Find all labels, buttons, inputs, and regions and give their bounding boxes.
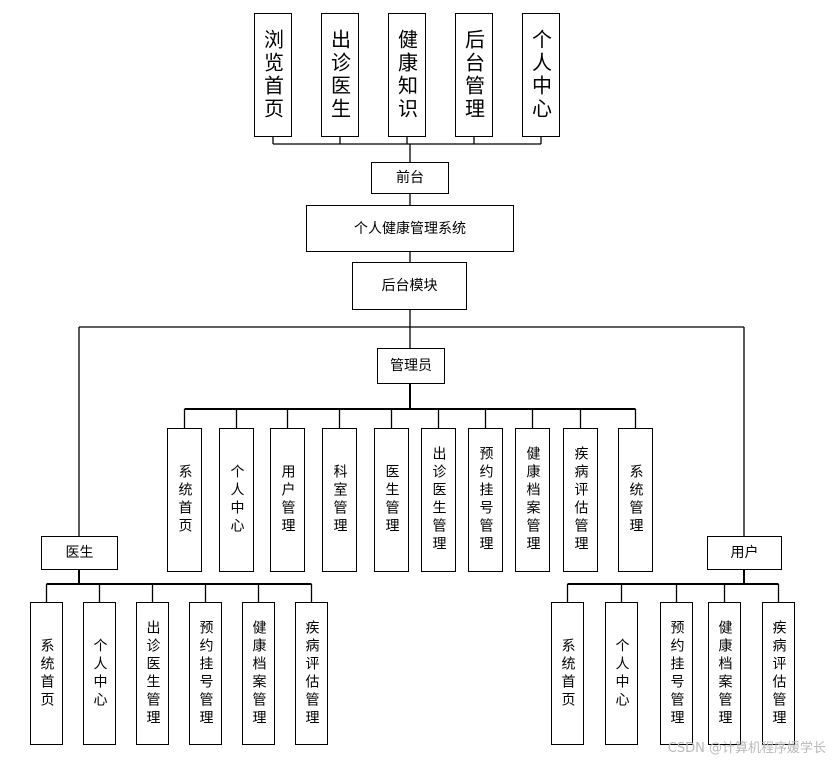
- frontend-module-label: 后台管理: [461, 29, 486, 121]
- user-module: 健康档案管理: [708, 602, 741, 745]
- system-label: 个人健康管理系统: [354, 220, 466, 237]
- frontend-module: 浏览首页: [254, 13, 292, 137]
- admin-module: 系统管理: [618, 428, 653, 572]
- admin-module: 预约挂号管理: [468, 428, 503, 572]
- frontend-module: 健康知识: [388, 13, 426, 137]
- watermark: CSDN @计算机程序媛学长: [667, 741, 826, 756]
- backend-node: 后台模块: [352, 262, 467, 310]
- user-label: 用户: [730, 545, 759, 561]
- frontend-module-label: 浏览首页: [260, 29, 285, 121]
- frontend-module: 个人中心: [522, 13, 560, 137]
- doctor-module-label: 出诊医生管理: [144, 619, 161, 728]
- frontend-module-label: 出诊医生: [327, 29, 352, 121]
- admin-module: 出诊医生管理: [421, 428, 456, 572]
- admin-module: 健康档案管理: [515, 428, 550, 572]
- doctor-label: 医生: [65, 545, 94, 561]
- frontend-module-label: 个人中心: [528, 29, 553, 121]
- admin-label: 管理员: [390, 358, 432, 374]
- user-module-label: 疾病评估管理: [770, 619, 787, 728]
- doctor-module: 系统首页: [30, 602, 63, 745]
- doctor-module: 出诊医生管理: [136, 602, 169, 745]
- doctor-node: 医生: [41, 536, 118, 570]
- admin-module-label: 系统首页: [176, 464, 193, 536]
- user-module-label: 健康档案管理: [716, 619, 733, 728]
- admin-module-label: 健康档案管理: [524, 446, 541, 554]
- admin-module-label: 科室管理: [331, 464, 348, 536]
- user-module: 个人中心: [605, 602, 638, 745]
- user-module: 预约挂号管理: [660, 602, 693, 745]
- system-root-node: 个人健康管理系统: [306, 205, 514, 252]
- backend-label: 后台模块: [381, 278, 438, 294]
- admin-node: 管理员: [377, 348, 445, 384]
- frontend-label: 前台: [396, 170, 424, 186]
- admin-module: 个人中心: [219, 428, 254, 572]
- admin-module: 医生管理: [374, 428, 409, 572]
- frontend-module-label: 健康知识: [394, 29, 419, 121]
- user-module: 系统首页: [551, 602, 584, 745]
- doctor-module: 预约挂号管理: [189, 602, 222, 745]
- user-module-label: 系统首页: [559, 637, 576, 710]
- doctor-module: 健康档案管理: [242, 602, 275, 745]
- admin-module-label: 医生管理: [383, 464, 400, 536]
- doctor-module-label: 个人中心: [91, 637, 108, 710]
- doctor-module-label: 系统首页: [38, 637, 55, 710]
- admin-module-label: 出诊医生管理: [430, 446, 447, 554]
- doctor-module-label: 疾病评估管理: [303, 619, 320, 728]
- user-module-label: 预约挂号管理: [668, 619, 685, 728]
- admin-module-label: 个人中心: [228, 464, 245, 536]
- admin-module-label: 用户管理: [279, 464, 296, 536]
- admin-module: 科室管理: [322, 428, 357, 572]
- user-module-label: 个人中心: [613, 637, 630, 710]
- admin-module-label: 系统管理: [627, 464, 644, 536]
- user-module: 疾病评估管理: [762, 602, 795, 745]
- frontend-module: 出诊医生: [321, 13, 359, 137]
- admin-module: 疾病评估管理: [563, 428, 598, 572]
- admin-module: 系统首页: [167, 428, 202, 572]
- frontend-module: 后台管理: [455, 13, 493, 137]
- doctor-module-label: 健康档案管理: [250, 619, 267, 728]
- admin-module-label: 预约挂号管理: [477, 446, 494, 554]
- admin-module: 用户管理: [270, 428, 305, 572]
- frontend-node: 前台: [371, 162, 449, 194]
- admin-module-label: 疾病评估管理: [572, 446, 589, 554]
- doctor-module: 个人中心: [83, 602, 116, 745]
- doctor-module-label: 预约挂号管理: [197, 619, 214, 728]
- user-node: 用户: [707, 536, 782, 570]
- doctor-module: 疾病评估管理: [295, 602, 328, 745]
